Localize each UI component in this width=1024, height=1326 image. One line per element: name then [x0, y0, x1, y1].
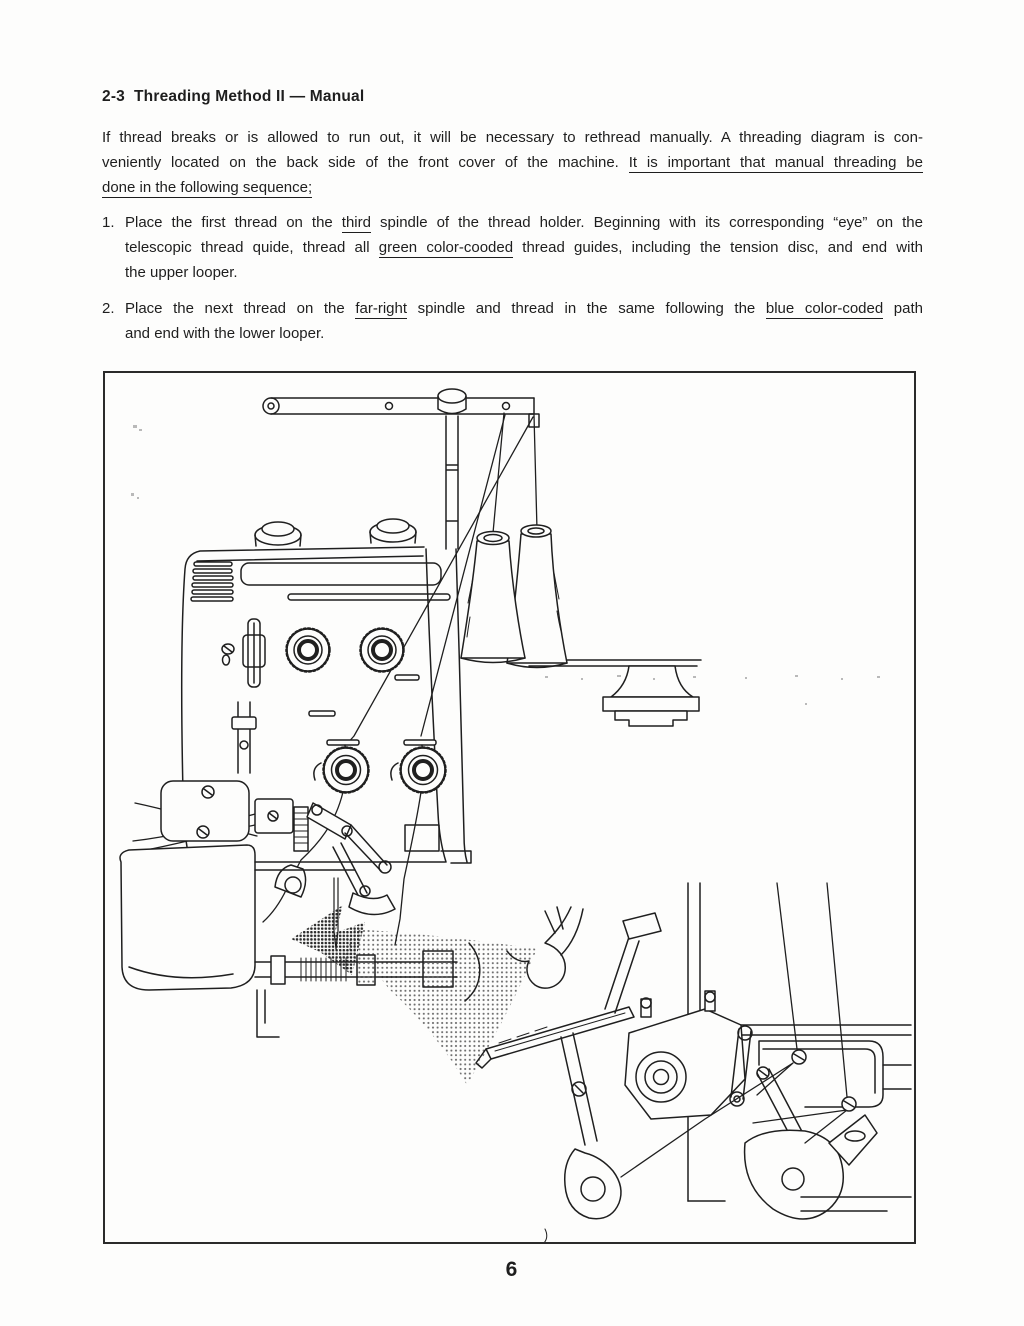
page-number: 6 — [505, 1258, 519, 1281]
intro-text: If thread breaks or is allowed to run ou… — [102, 129, 923, 146]
screw — [222, 644, 234, 665]
step-text-seg: thread guides, including the tension dis… — [513, 239, 923, 256]
lower-looper-cam — [745, 1115, 877, 1219]
step-text-seg: path — [883, 300, 923, 317]
intro-text-underlined: It is important that manual threading be — [628, 154, 923, 173]
thread-cones — [461, 525, 701, 726]
step-text-seg: spindle of the thread holder. Beginning … — [370, 214, 923, 231]
looper-links — [561, 1026, 807, 1219]
step-text-underlined: far-right — [355, 300, 408, 319]
looper-pulley — [625, 991, 745, 1119]
threading-diagram-figure — [103, 371, 916, 1244]
thread-stand — [263, 389, 539, 549]
inset-thread-lines — [621, 883, 847, 1177]
step-number: 1. — [102, 214, 115, 231]
thread-cone-right — [507, 525, 567, 668]
needle — [334, 878, 338, 949]
step-text-seg: the upper looper. — [125, 264, 238, 281]
step-text-seg: and end with the lower looper. — [125, 325, 325, 342]
vent-slats — [191, 562, 233, 601]
step-number: 2. — [102, 300, 115, 317]
machine-bed — [120, 781, 480, 1037]
spool-cap-right — [370, 519, 416, 543]
tension-dial-upper-left — [287, 629, 330, 672]
step-item-1: 1. Place the first thread on the third s… — [102, 210, 923, 285]
step-text-underlined: green color-cooded — [378, 239, 514, 258]
intro-line-2: veniently located on the back side of th… — [102, 150, 923, 175]
step-text-underlined: third — [341, 214, 371, 233]
step-text-seg: spindle and thread in the same following… — [407, 300, 766, 317]
looper-detail-inset — [476, 883, 911, 1242]
intro-line-3: done in the following sequence; — [102, 175, 923, 200]
upper-looper-claw — [507, 907, 583, 988]
intro-text: veniently located on the back side of th… — [102, 154, 629, 171]
step-text: Place the next thread on the far-right s… — [125, 296, 923, 346]
spool-stand-base — [603, 666, 699, 726]
needle-presser-area — [232, 702, 395, 949]
threading-diagram — [105, 373, 914, 1242]
tension-dial-lower-right — [391, 740, 446, 793]
step-text-seg: Place the first thread on the — [125, 214, 342, 231]
step1-line-2: telescopic thread quide, thread all gree… — [125, 235, 923, 260]
halftone-arrow — [291, 905, 537, 1085]
intro-line-1: If thread breaks or is allowed to run ou… — [102, 125, 923, 150]
intro-text-underlined: done in the following sequence; — [102, 179, 313, 198]
step-text-underlined: blue color-coded — [765, 300, 884, 319]
step2-line-1: Place the next thread on the far-right s… — [125, 296, 923, 321]
step1-line-1: Place the first thread on the third spin… — [125, 210, 923, 235]
step-text-seg: telescopic thread quide, thread all — [125, 239, 379, 256]
scan-specks — [131, 425, 880, 705]
spool-cap-left — [255, 522, 301, 546]
stitch-lever — [243, 619, 265, 687]
tension-dials — [287, 629, 446, 793]
step-item-2: 2. Place the next thread on the far-righ… — [102, 296, 923, 346]
step1-line-3: the upper looper. — [125, 260, 923, 285]
intro-paragraph: If thread breaks or is allowed to run ou… — [102, 125, 923, 200]
thread-cone-left — [461, 532, 525, 663]
tension-dial-lower-left — [314, 740, 369, 793]
step2-line-2: and end with the lower looper. — [125, 321, 923, 346]
looper-blade — [476, 1007, 634, 1068]
tension-dial-upper-right — [361, 629, 404, 672]
inset-arm — [605, 937, 639, 1013]
section-heading: 2-3 Threading Method II — Manual — [102, 88, 365, 105]
step-text: Place the first thread on the third spin… — [125, 210, 923, 285]
name-plate — [241, 563, 441, 585]
step-text-seg: Place the next thread on the — [125, 300, 356, 317]
